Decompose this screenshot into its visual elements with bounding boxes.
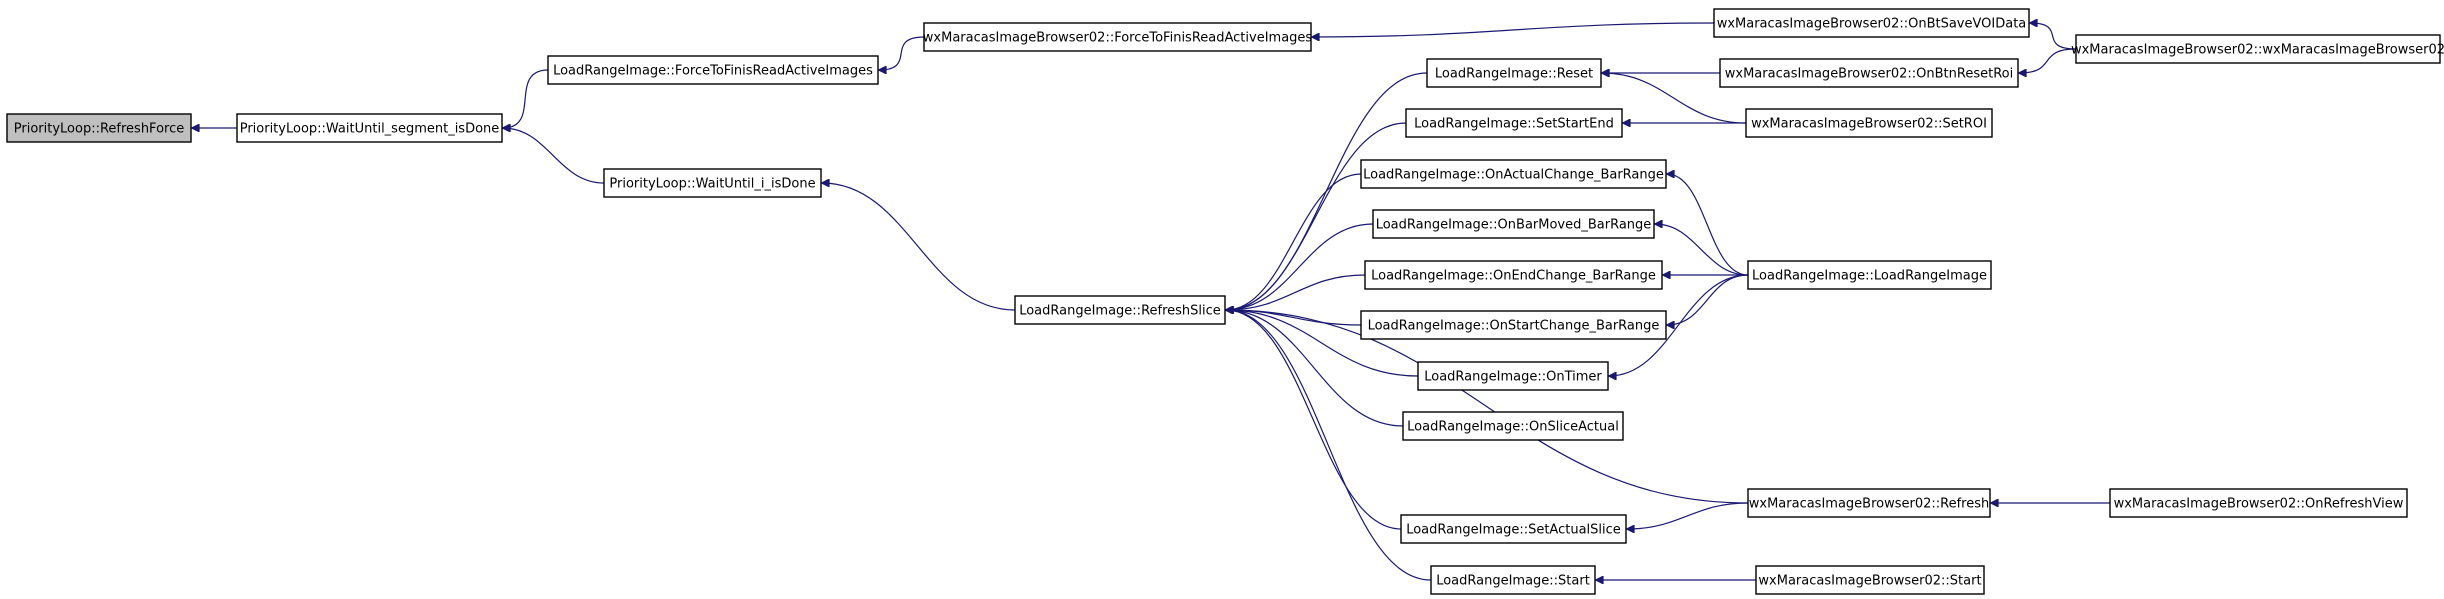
node-label: LoadRangeImage::SetActualSlice <box>1406 523 1621 538</box>
edge-n18-to-n7 <box>1226 310 1404 427</box>
node-label: LoadRangeImage::ForceToFinisReadActiveIm… <box>553 64 873 79</box>
node-box[interactable] <box>547 55 879 85</box>
node-box[interactable] <box>1747 260 1992 290</box>
node-box[interactable] <box>923 22 1312 52</box>
edge-n17-to-n7 <box>1226 310 1419 377</box>
node-label: wxMaracasImageBrowser02::wxMaracasImageB… <box>2071 43 2444 58</box>
graph-node[interactable]: wxMaracasImageBrowser02::wxMaracasImageB… <box>2071 34 2444 64</box>
node-box[interactable] <box>1755 565 1985 595</box>
node-box[interactable] <box>2075 34 2441 64</box>
graph-node[interactable]: PriorityLoop::WaitUntil_i_isDone <box>603 168 822 198</box>
root-node-box[interactable] <box>6 113 192 143</box>
node-label: LoadRangeImage::OnBarMoved_BarRange <box>1376 218 1652 233</box>
node-label: wxMaracasImageBrowser02::OnRefreshView <box>2114 497 2404 512</box>
node-box[interactable] <box>1417 361 1609 391</box>
graph-node[interactable]: LoadRangeImage::SetStartEnd <box>1405 108 1623 138</box>
node-label: LoadRangeImage::OnActualChange_BarRange <box>1363 168 1664 183</box>
graph-node[interactable]: wxMaracasImageBrowser02::OnBtSaveVOIData <box>1713 8 2030 38</box>
edge-n4-to-n3 <box>1312 22 1715 37</box>
edge-n2-to-n1 <box>503 69 549 128</box>
node-box[interactable] <box>1747 488 1991 518</box>
node-box[interactable] <box>1405 108 1623 138</box>
node-box[interactable] <box>603 168 822 198</box>
node-label: LoadRangeImage::OnTimer <box>1424 370 1602 385</box>
graph-node[interactable]: LoadRangeImage::OnEndChange_BarRange <box>1364 260 1663 290</box>
graph-node[interactable]: wxMaracasImageBrowser02::SetROI <box>1745 108 1993 138</box>
node-label: LoadRangeImage::SetStartEnd <box>1414 117 1614 132</box>
graph-node[interactable]: LoadRangeImage::LoadRangeImage <box>1747 260 1992 290</box>
graph-node[interactable]: wxMaracasImageBrowser02::Refresh <box>1747 488 1991 518</box>
node-label: LoadRangeImage::OnStartChange_BarRange <box>1368 319 1660 334</box>
graph-node[interactable]: LoadRangeImage::OnSliceActual <box>1402 411 1624 441</box>
edge-n7-to-n6 <box>822 183 1016 311</box>
edge-n22-to-n7 <box>1226 310 1432 581</box>
edge-n21-to-n7 <box>1226 310 1402 530</box>
edge-n5-to-n9 <box>2019 48 2077 73</box>
node-label: LoadRangeImage::OnSliceActual <box>1407 420 1619 435</box>
node-label: LoadRangeImage::OnEndChange_BarRange <box>1371 269 1656 284</box>
edge-n3-to-n2 <box>879 36 925 70</box>
node-label: wxMaracasImageBrowser02::Start <box>1758 574 1981 589</box>
graph-node[interactable]: LoadRangeImage::Start <box>1430 565 1596 595</box>
node-box[interactable] <box>1364 260 1663 290</box>
graph-node[interactable]: PriorityLoop::WaitUntil_segment_isDone <box>236 113 503 143</box>
node-box[interactable] <box>1719 58 2019 88</box>
edge-n13-to-n17 <box>1609 274 1749 376</box>
edge-n19-to-n7 <box>1226 310 1749 504</box>
edges <box>192 23 2110 580</box>
node-box[interactable] <box>1426 58 1602 88</box>
graph-node[interactable]: LoadRangeImage::OnStartChange_BarRange <box>1360 310 1667 340</box>
node-box[interactable] <box>1360 159 1667 189</box>
node-box[interactable] <box>1372 209 1655 239</box>
node-box[interactable] <box>236 113 503 143</box>
graph-node[interactable]: wxMaracasImageBrowser02::OnRefreshView <box>2109 488 2408 518</box>
graph-node[interactable]: wxMaracasImageBrowser02::OnBtnResetRoi <box>1719 58 2019 88</box>
graph-node[interactable]: LoadRangeImage::OnActualChange_BarRange <box>1360 159 1667 189</box>
node-label: wxMaracasImageBrowser02::ForceToFinisRea… <box>923 31 1313 46</box>
node-box[interactable] <box>1402 411 1624 441</box>
node-label: wxMaracasImageBrowser02::Refresh <box>1749 497 1990 512</box>
graph-node[interactable]: LoadRangeImage::OnBarMoved_BarRange <box>1372 209 1655 239</box>
node-label: wxMaracasImageBrowser02::SetROI <box>1751 117 1987 132</box>
edge-n19-to-n21 <box>1627 502 1749 529</box>
node-box[interactable] <box>1745 108 1993 138</box>
node-label: LoadRangeImage::Start <box>1436 574 1590 589</box>
node-box[interactable] <box>1713 8 2030 38</box>
edge-n5-to-n4 <box>2030 23 2077 50</box>
edge-n13-to-n12 <box>1667 174 1749 276</box>
graph-node[interactable]: LoadRangeImage::SetActualSlice <box>1400 514 1627 544</box>
graph-node[interactable]: LoadRangeImage::RefreshSlice <box>1014 295 1226 325</box>
edge-n11-to-n7 <box>1226 122 1407 310</box>
graph-node[interactable]: LoadRangeImage::ForceToFinisReadActiveIm… <box>547 55 879 85</box>
graph-node[interactable]: wxMaracasImageBrowser02::Start <box>1755 565 1985 595</box>
node-label: PriorityLoop::WaitUntil_i_isDone <box>609 177 815 192</box>
node-box[interactable] <box>1400 514 1627 544</box>
node-label: wxMaracasImageBrowser02::OnBtnResetRoi <box>1725 67 2013 82</box>
node-box[interactable] <box>2109 488 2408 518</box>
node-label: LoadRangeImage::Reset <box>1435 67 1593 82</box>
graph-node[interactable]: LoadRangeImage::OnTimer <box>1417 361 1609 391</box>
node-box[interactable] <box>1430 565 1596 595</box>
graph-node[interactable]: LoadRangeImage::Reset <box>1426 58 1602 88</box>
graph-node[interactable]: PriorityLoop::RefreshForce <box>6 113 192 143</box>
node-box[interactable] <box>1014 295 1226 325</box>
graph-node[interactable]: wxMaracasImageBrowser02::ForceToFinisRea… <box>923 22 1313 52</box>
node-label: PriorityLoop::RefreshForce <box>14 122 184 137</box>
node-label: LoadRangeImage::LoadRangeImage <box>1752 269 1987 284</box>
edge-n15-to-n7 <box>1226 274 1366 310</box>
edge-n10-to-n8 <box>1602 73 1747 124</box>
edge-n13-to-n16 <box>1667 274 1749 325</box>
node-label: PriorityLoop::WaitUntil_segment_isDone <box>240 122 500 137</box>
node-label: wxMaracasImageBrowser02::OnBtSaveVOIData <box>1717 17 2027 32</box>
edge-n13-to-n14 <box>1655 224 1749 276</box>
node-label: LoadRangeImage::RefreshSlice <box>1019 304 1221 319</box>
edge-n12-to-n7 <box>1226 173 1362 310</box>
edge-n6-to-n1 <box>503 128 605 184</box>
node-box[interactable] <box>1360 310 1667 340</box>
edge-n14-to-n7 <box>1226 223 1374 310</box>
